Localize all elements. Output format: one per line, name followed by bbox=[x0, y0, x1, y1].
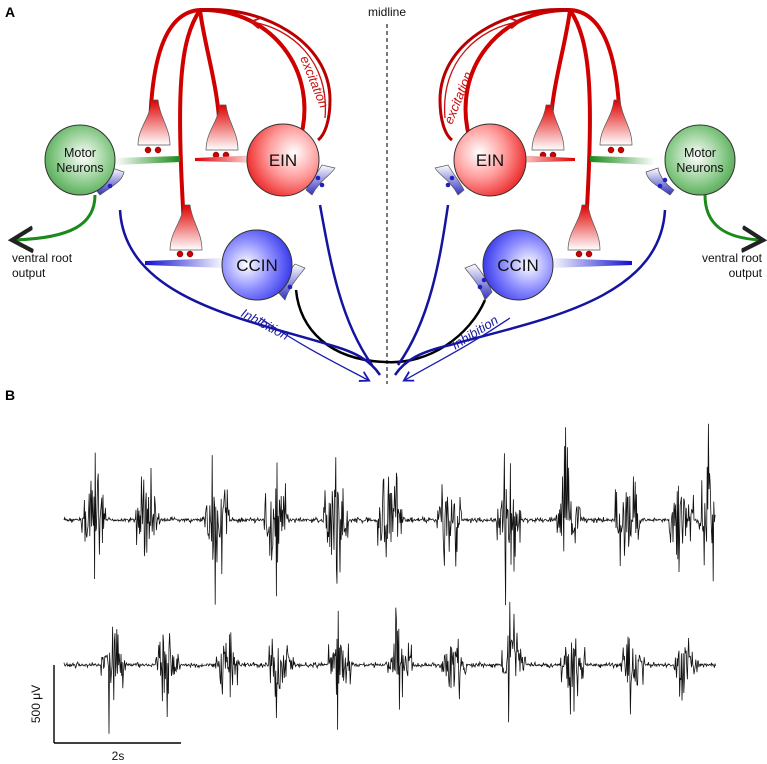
scale-bar-time-label: 2s bbox=[112, 749, 125, 763]
right-motor-label-1: Motor bbox=[684, 146, 716, 160]
left-blue-vesicle bbox=[315, 175, 321, 181]
right-ein-self-loop bbox=[438, 8, 571, 142]
left-terminal-motor bbox=[137, 99, 171, 146]
left-motor-label-2: Neurons bbox=[56, 161, 103, 175]
trace-2 bbox=[63, 601, 716, 734]
left-vesicle bbox=[154, 146, 162, 154]
right-blue-vesicle bbox=[657, 183, 663, 189]
trace-1 bbox=[63, 423, 716, 606]
right-terminal-ccin bbox=[567, 204, 601, 251]
scale-bar-voltage-label: 500 μV bbox=[29, 685, 43, 723]
left-blue-vesicle bbox=[287, 284, 293, 290]
right-blue-vesicle bbox=[477, 284, 483, 290]
left-ein-self-loop bbox=[199, 8, 332, 142]
right-ventral-label-1: ventral root bbox=[702, 251, 763, 265]
right-vesicle bbox=[575, 250, 583, 258]
left-inhibition-arrow bbox=[259, 317, 368, 380]
right-terminal-ein bbox=[531, 104, 565, 151]
right-ein-inhib-axon bbox=[396, 204, 450, 366]
left-ventral-label-2: output bbox=[12, 266, 46, 280]
left-motor-axon bbox=[115, 156, 180, 165]
right-ventral-root-axon bbox=[703, 194, 760, 240]
left-terminal-ccin bbox=[169, 204, 203, 251]
midline-label: midline bbox=[368, 5, 406, 19]
right-motor-neuron bbox=[664, 124, 736, 196]
right-blue-vesicle bbox=[662, 177, 668, 183]
left-inhibition-loop bbox=[118, 209, 382, 376]
left-ccin-neuron bbox=[221, 229, 293, 301]
right-inhibition-loop bbox=[393, 209, 667, 376]
right-motor-label-2: Neurons bbox=[676, 161, 723, 175]
left-ein-label: EIN bbox=[269, 151, 297, 170]
left-blue-vesicle bbox=[107, 183, 113, 189]
right-ccin-label: CCIN bbox=[497, 256, 539, 275]
right-vesicle bbox=[617, 146, 625, 154]
panel-label-b: B bbox=[5, 387, 15, 403]
right-ventral-label-2: output bbox=[729, 266, 763, 280]
left-inhibition-label: Inhibition bbox=[239, 305, 292, 343]
left-vesicle bbox=[144, 146, 152, 154]
left-ccin-axon-to-right bbox=[294, 289, 487, 364]
left-vesicle bbox=[176, 250, 184, 258]
left-ein-inhib-axon bbox=[318, 204, 374, 366]
recording-traces bbox=[63, 423, 716, 734]
left-vesicle bbox=[186, 250, 194, 258]
scale-bar: 500 μV 2s bbox=[29, 665, 181, 763]
left-ccin-label: CCIN bbox=[236, 256, 278, 275]
right-ein-axon-2 bbox=[568, 8, 592, 241]
right-ein-label: EIN bbox=[476, 151, 504, 170]
right-vesicle bbox=[585, 250, 593, 258]
right-motor-axon bbox=[590, 156, 655, 165]
left-excitation-arrow bbox=[252, 22, 327, 119]
left-ventral-label-1: ventral root bbox=[12, 251, 73, 265]
right-inhibition-arrow bbox=[405, 317, 511, 380]
left-ein-neuron bbox=[246, 123, 320, 197]
left-circuit: Inhibition excitation bbox=[12, 7, 487, 380]
right-blue-terminal-ein bbox=[434, 164, 465, 196]
left-ccin-axon-stub bbox=[145, 258, 225, 268]
right-excitation-label: excitation bbox=[441, 70, 475, 127]
left-blue-vesicle bbox=[319, 182, 325, 188]
right-ein-neuron bbox=[453, 123, 527, 197]
right-ccin-axon-stub bbox=[550, 258, 632, 268]
left-ein-axon-stub bbox=[195, 155, 260, 163]
right-terminal-motor bbox=[599, 99, 633, 146]
left-ventral-root-axon bbox=[15, 194, 97, 240]
left-terminal-ein bbox=[205, 104, 239, 151]
right-vesicle bbox=[607, 146, 615, 154]
right-blue-vesicle bbox=[449, 175, 455, 181]
right-circuit: Inhibition excitation bbox=[393, 7, 763, 380]
panel-label-a: A bbox=[5, 4, 15, 20]
right-blue-vesicle bbox=[445, 182, 451, 188]
right-ccin-neuron bbox=[482, 229, 554, 301]
right-excitation-arrow bbox=[443, 22, 518, 119]
right-blue-vesicle bbox=[481, 277, 487, 283]
left-motor-label-1: Motor bbox=[64, 146, 96, 160]
left-motor-neuron bbox=[44, 124, 116, 196]
left-ein-axon-2 bbox=[178, 8, 202, 241]
